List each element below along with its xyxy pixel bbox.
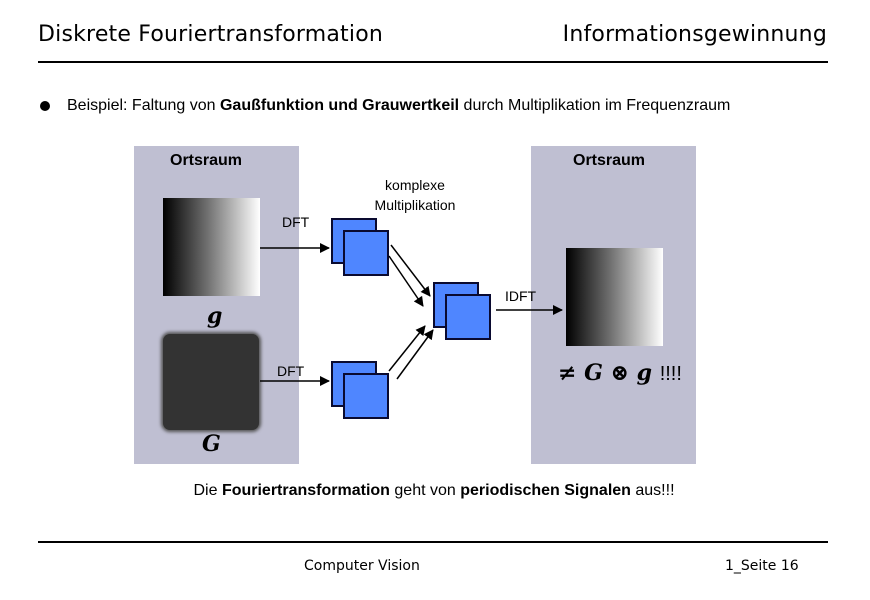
conclusion-suffix: aus!!! — [630, 482, 675, 499]
bullet-text: Beispiel: Faltung von Gaußfunktion und G… — [67, 97, 730, 115]
footer-course: Computer Vision — [304, 558, 420, 574]
result-inequality: ≠ G ⊗ g !!!! — [558, 360, 682, 386]
bullet-icon — [40, 101, 50, 111]
arrow-bottom-to-product-a — [388, 325, 426, 372]
arrow-bottom-to-product-b — [396, 329, 434, 380]
label-complex-line1: komplexe — [385, 177, 445, 193]
spectrum-G-front — [343, 373, 389, 419]
conclusion-bold2: periodischen Signalen — [460, 482, 631, 499]
label-complex-line2: Multiplikation — [374, 197, 456, 213]
gray-wedge-image-g — [163, 198, 260, 296]
bullet-suffix: durch Multiplikation im Frequenzraum — [459, 97, 731, 114]
label-dft-bottom: DFT — [277, 363, 305, 379]
bullet-prefix: Beispiel: Faltung von — [67, 97, 220, 114]
footer-divider — [38, 541, 828, 543]
result-symbol: ≠ G ⊗ g — [558, 360, 653, 386]
conclusion-bold1: Fouriertransformation — [221, 482, 390, 499]
bullet-bold: Gaußfunktion und Grauwertkeil — [219, 97, 460, 114]
label-dft-top: DFT — [282, 214, 310, 230]
label-idft: IDFT — [505, 288, 537, 304]
label-g: g — [207, 303, 223, 329]
footer-page-number: 1_Seite 16 — [725, 558, 799, 574]
gaussian-image-G — [163, 334, 259, 430]
slide-title-left: Diskrete Fouriertransformation — [38, 22, 383, 47]
slide-title-right: Informationsgewinnung — [562, 22, 827, 47]
conclusion-text: Die Fouriertransformation geht von perio… — [0, 482, 870, 500]
header-divider — [38, 61, 828, 63]
spectrum-g-front — [343, 230, 389, 276]
product-spectrum-front — [445, 294, 491, 340]
left-panel-title: Ortsraum — [170, 152, 243, 169]
conclusion-middle: geht von — [389, 482, 461, 499]
arrow-top-to-product-a — [390, 244, 431, 297]
label-G: G — [202, 431, 221, 457]
result-image — [566, 248, 663, 346]
arrow-top-to-product-b — [388, 255, 424, 307]
right-panel-title: Ortsraum — [573, 152, 646, 169]
conclusion-prefix: Die — [193, 482, 222, 499]
result-exclaim: !!!! — [659, 363, 682, 385]
